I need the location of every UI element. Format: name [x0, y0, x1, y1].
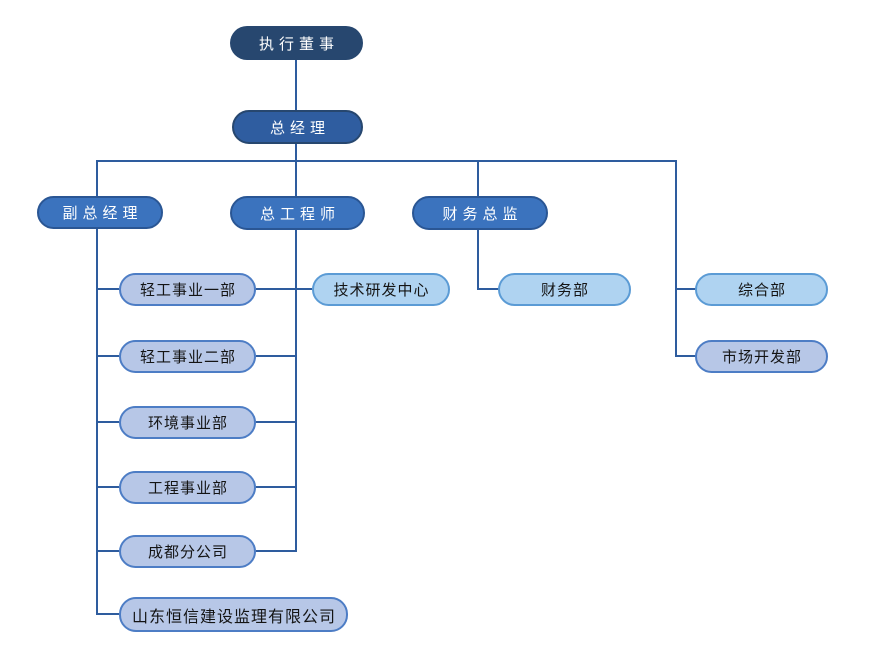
- org-node-deputy-general-manager: 副总经理: [37, 196, 163, 229]
- org-node-market-development-department: 市场开发部: [695, 340, 828, 373]
- org-node-executive-director: 执行董事: [230, 26, 363, 60]
- connector-stub: [96, 486, 119, 488]
- connector-stub: [96, 288, 119, 290]
- org-node-light-industry-division-2: 轻工事业二部: [119, 340, 256, 373]
- connector-spine-right: [675, 160, 677, 357]
- connector-stub: [477, 288, 499, 290]
- connector-top-horizontal: [96, 160, 677, 162]
- org-node-general-manager: 总经理: [232, 110, 363, 144]
- connector-stub: [256, 288, 312, 290]
- org-node-environment-division: 环境事业部: [119, 406, 256, 439]
- connector-stub: [256, 355, 297, 357]
- org-node-finance-department: 财务部: [498, 273, 631, 306]
- connector-stub: [675, 288, 696, 290]
- org-node-light-industry-division-1: 轻工事业一部: [119, 273, 256, 306]
- connector-stub: [96, 613, 119, 615]
- connector-spine-deputy: [96, 160, 98, 615]
- org-node-chengdu-branch: 成都分公司: [119, 535, 256, 568]
- connector-stub: [675, 355, 696, 357]
- connector-gm-drop: [295, 144, 297, 161]
- org-node-engineering-division: 工程事业部: [119, 471, 256, 504]
- connector-stub: [256, 486, 297, 488]
- connector-stub: [96, 550, 119, 552]
- connector-stub: [96, 355, 119, 357]
- connector-stub: [96, 421, 119, 423]
- org-node-finance-director: 财务总监: [412, 196, 548, 230]
- org-node-general-department: 综合部: [695, 273, 828, 306]
- org-node-shandong-hengxin-company: 山东恒信建设监理有限公司: [119, 597, 348, 632]
- org-node-chief-engineer: 总工程师: [230, 196, 365, 230]
- connector-exec-to-gm: [295, 60, 297, 110]
- org-node-tech-rd-center: 技术研发中心: [312, 273, 450, 306]
- connector-stub: [256, 421, 297, 423]
- connector-stub: [256, 550, 297, 552]
